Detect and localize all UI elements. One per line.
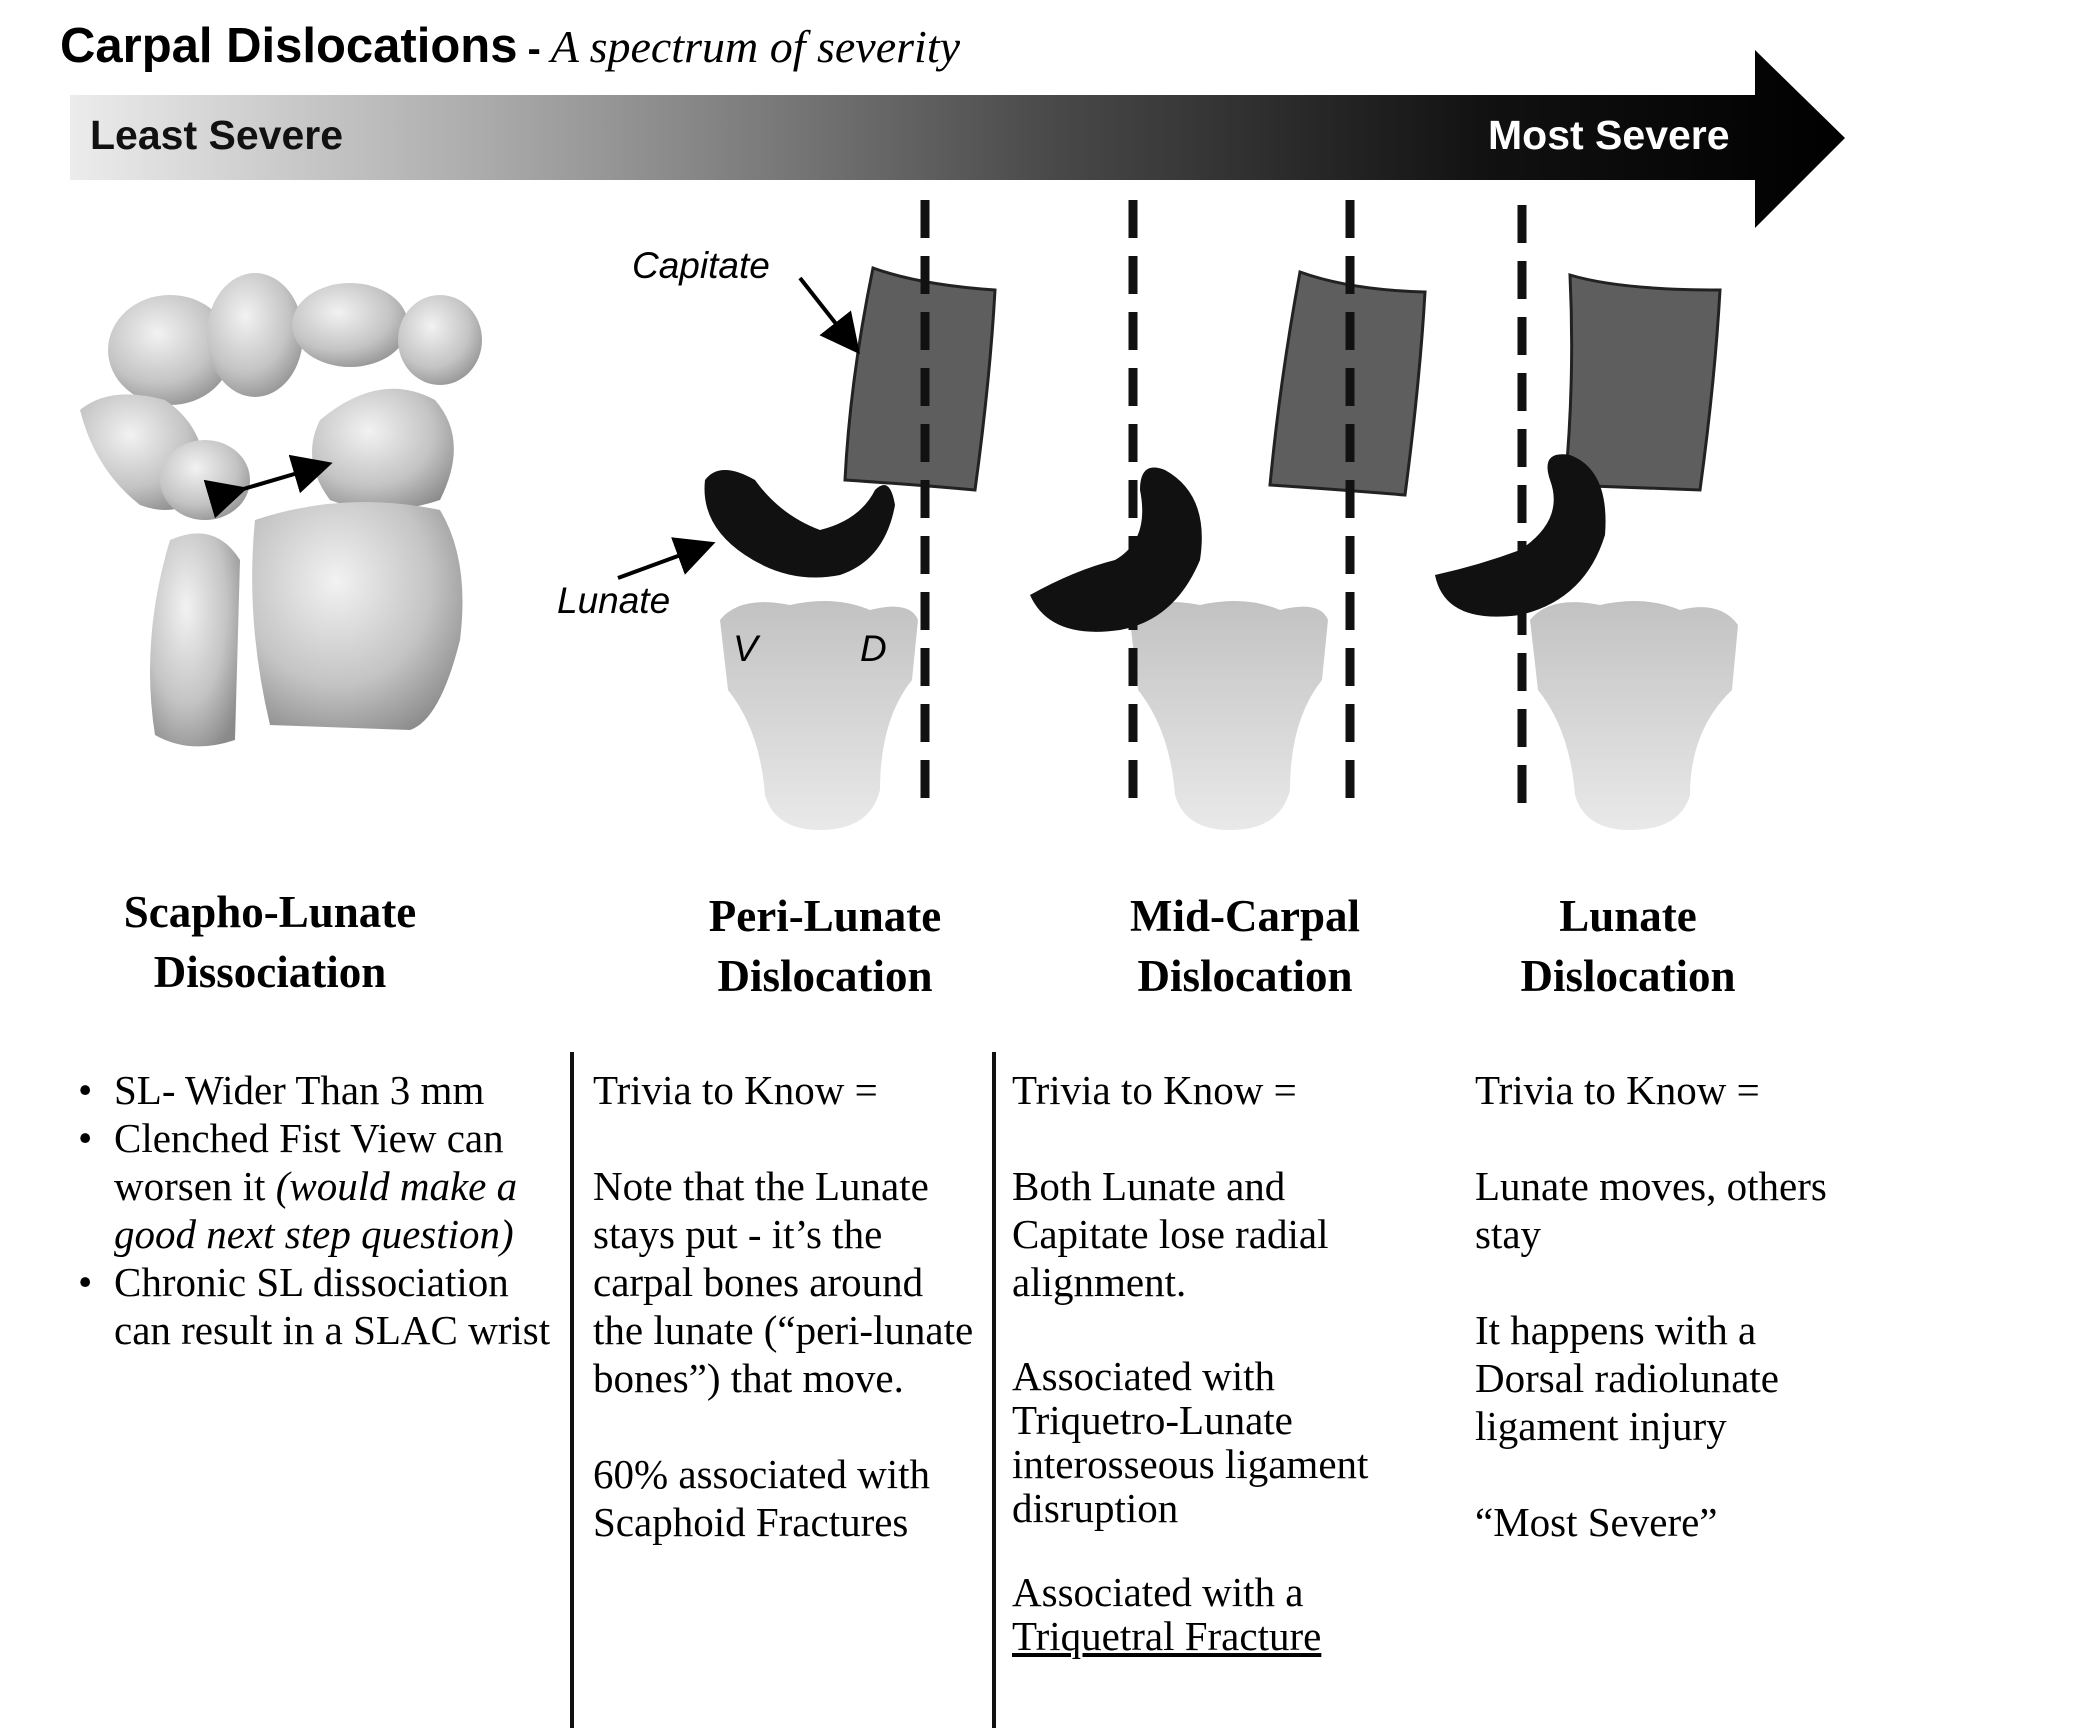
bullet-text: Clenched Fist View can worsen it (114, 1115, 504, 1209)
heading-scapholunate: Scapho-Lunate Dissociation (110, 882, 430, 1002)
bullet-item: Chronic SL dissociation can result in a … (78, 1258, 568, 1354)
note-paragraph: It happens with a Dorsal radiolunate lig… (1475, 1307, 1779, 1449)
note-paragraph: Note that the Lunate stays put - it’s th… (593, 1163, 974, 1401)
perilunate-illustration (704, 200, 997, 830)
heading-line: Dislocation (1520, 951, 1736, 1001)
title-main: Carpal Dislocations (60, 19, 518, 73)
heading-lunate-dislocation: Lunate Dislocation (1478, 886, 1778, 1006)
severity-arrow (70, 50, 1845, 228)
dorsal-label: D (860, 628, 887, 669)
heading-line: Dislocation (717, 951, 933, 1001)
column-divider (570, 1052, 574, 1728)
trivia-heading: Trivia to Know = (1012, 1067, 1297, 1113)
note-paragraph: 60% associated with Scaphoid Fractures (593, 1451, 931, 1545)
heading-line: Scapho-Lunate (123, 887, 417, 937)
scapholunate-notes: SL- Wider Than 3 mm Clenched Fist View c… (78, 1066, 568, 1354)
triquetral-fracture-text: Triquetral Fracture (1012, 1613, 1322, 1659)
bullet-italic-note: (would make a good next step question) (114, 1163, 518, 1257)
page-title: Carpal Dislocations-A spectrum of severi… (60, 18, 960, 74)
capitate-label: Capitate (632, 245, 770, 286)
title-subtitle: A spectrum of severity (550, 21, 961, 72)
title-separator: - (527, 27, 541, 71)
note-paragraph: Both Lunate and Capitate lose radial ali… (1012, 1163, 1329, 1305)
heading-line: Peri-Lunate (708, 891, 942, 941)
scapholunate-wrist-illustration (80, 273, 482, 747)
lunate-label: Lunate (557, 580, 671, 621)
note-paragraph: “Most Severe” (1475, 1499, 1718, 1545)
heading-line: Lunate (1559, 891, 1697, 941)
perilunate-notes: Trivia to Know = Note that the Lunate st… (593, 1066, 983, 1546)
bullet-item: Clenched Fist View can worsen it (would … (78, 1114, 568, 1258)
midcarpal-illustration (1030, 200, 1427, 830)
heading-line: Dislocation (1137, 951, 1353, 1001)
note-text: Associated with a (1012, 1569, 1304, 1615)
most-severe-label: Most Severe (1488, 112, 1730, 158)
note-paragraph: Lunate moves, others stay (1475, 1163, 1827, 1257)
column-divider (992, 1052, 996, 1728)
carpal-illustrations (80, 200, 1738, 830)
trivia-heading: Trivia to Know = (593, 1067, 878, 1113)
heading-line: Mid-Carpal (1130, 891, 1360, 941)
heading-midcarpal: Mid-Carpal Dislocation (1095, 886, 1395, 1006)
midcarpal-notes: Trivia to Know = Both Lunate and Capitat… (1012, 1066, 1402, 1658)
lunate-dislocation-notes: Trivia to Know = Lunate moves, others st… (1475, 1066, 1835, 1546)
heading-line: Dissociation (153, 947, 387, 997)
least-severe-label: Least Severe (90, 112, 344, 158)
volar-label: V (733, 628, 758, 669)
note-paragraph: Associated with Triquetro-Lunate interos… (1012, 1353, 1369, 1531)
lunate-dislocation-illustration (1435, 205, 1738, 830)
trivia-heading: Trivia to Know = (1475, 1067, 1760, 1113)
bullet-item: SL- Wider Than 3 mm (78, 1066, 568, 1114)
heading-perilunate: Peri-Lunate Dislocation (675, 886, 975, 1006)
